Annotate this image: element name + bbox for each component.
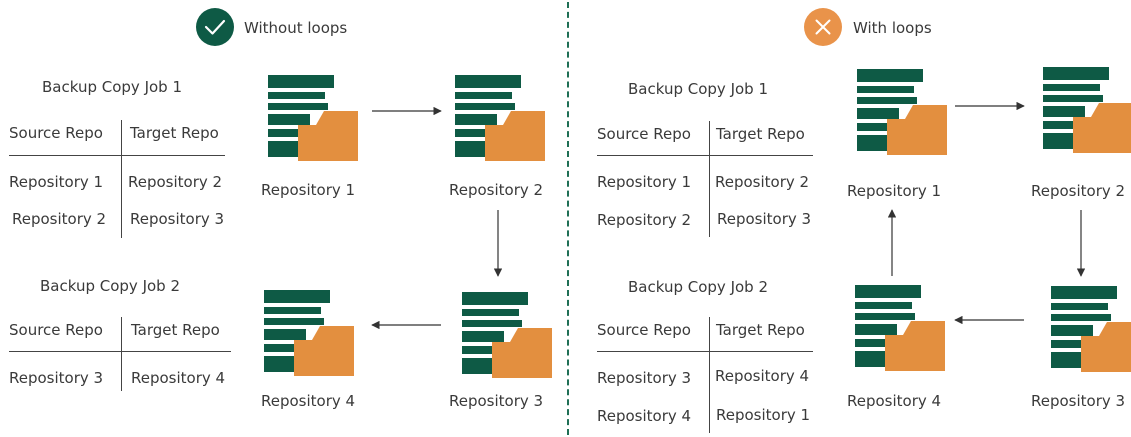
left-repo-4-label: Repository 4 xyxy=(261,392,356,410)
left-job2-header-rule xyxy=(9,351,231,352)
left-job1-header-rule xyxy=(9,155,225,156)
right-repo-4-label: Repository 4 xyxy=(847,392,942,410)
left-repo-2-label: Repository 2 xyxy=(449,181,544,199)
right-repo-3-icon xyxy=(1051,286,1131,372)
check-icon xyxy=(196,8,234,46)
right-job2-column-rule xyxy=(709,317,710,433)
left-heading: Without loops xyxy=(244,19,348,37)
right-repo-4-icon xyxy=(855,285,945,371)
right-job1-col-target: Target Repo xyxy=(716,125,805,143)
right-repo-1-icon xyxy=(857,69,947,155)
left-job2-title: Backup Copy Job 2 xyxy=(40,277,181,295)
right-job1-title: Backup Copy Job 1 xyxy=(628,80,769,98)
left-job2-row1-source: Repository 3 xyxy=(9,369,104,387)
left-repo-2-icon xyxy=(455,75,545,161)
left-job1-row2-source: Repository 2 xyxy=(12,210,107,228)
left-job1-row2-target: Repository 3 xyxy=(130,210,225,228)
left-job2-col-source: Source Repo xyxy=(9,321,103,339)
right-heading: With loops xyxy=(853,19,932,37)
cross-icon xyxy=(804,8,842,46)
right-repo-3-label: Repository 3 xyxy=(1031,392,1126,410)
right-job2-row1-source: Repository 3 xyxy=(597,369,692,387)
left-repo-3-label: Repository 3 xyxy=(449,392,544,410)
right-job2-row1-target: Repository 4 xyxy=(715,367,810,385)
right-job2-row2-target: Repository 1 xyxy=(716,406,811,424)
left-job1-col-source: Source Repo xyxy=(9,124,103,142)
right-job2-col-target: Target Repo xyxy=(716,321,805,339)
right-job2-col-source: Source Repo xyxy=(597,321,691,339)
left-job2-row1-target: Repository 4 xyxy=(131,369,226,387)
left-job2-column-rule xyxy=(121,317,122,391)
left-job1-row1-source: Repository 1 xyxy=(9,173,104,191)
left-repo-4-icon xyxy=(264,290,354,376)
right-job1-header-rule xyxy=(597,155,813,156)
right-repo-1-label: Repository 1 xyxy=(847,182,942,200)
panel-divider xyxy=(567,2,569,435)
right-job1-col-source: Source Repo xyxy=(597,125,691,143)
left-job1-title: Backup Copy Job 1 xyxy=(42,78,183,96)
right-job2-title: Backup Copy Job 2 xyxy=(628,278,769,296)
right-job1-row2-target: Repository 3 xyxy=(717,210,812,228)
right-repo-2-icon xyxy=(1043,67,1131,153)
left-repo-1-icon xyxy=(268,75,358,161)
left-repo-3-icon xyxy=(462,292,552,378)
left-job1-row1-target: Repository 2 xyxy=(128,173,223,191)
left-repo-1-label: Repository 1 xyxy=(261,181,356,199)
left-job1-column-rule xyxy=(121,120,122,238)
right-job2-row2-source: Repository 4 xyxy=(597,407,692,425)
right-job1-row1-target: Repository 2 xyxy=(715,173,810,191)
right-job1-row2-source: Repository 2 xyxy=(597,211,692,229)
right-job1-row1-source: Repository 1 xyxy=(597,173,692,191)
left-job1-col-target: Target Repo xyxy=(130,124,219,142)
right-repo-2-label: Repository 2 xyxy=(1031,182,1126,200)
right-job2-header-rule xyxy=(597,351,813,352)
right-job1-column-rule xyxy=(709,121,710,237)
left-job2-col-target: Target Repo xyxy=(131,321,220,339)
